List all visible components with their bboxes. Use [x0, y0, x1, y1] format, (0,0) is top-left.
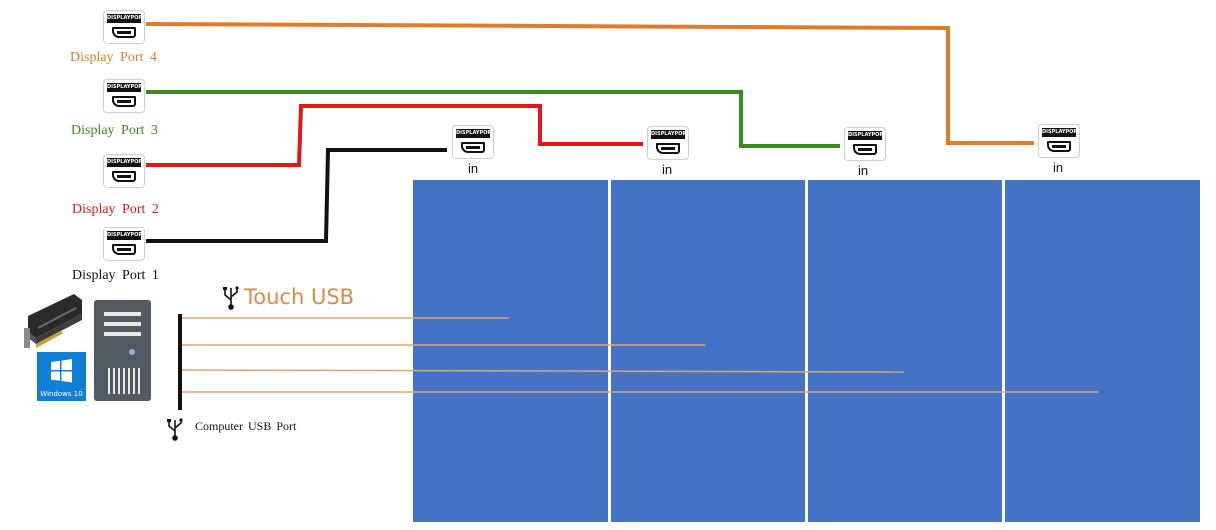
cable-display-port-4	[145, 22, 1034, 145]
source-label-display-port-1: Display Port 1	[72, 268, 159, 283]
displayport-connector-icon: DISPLAYPORT	[103, 10, 145, 44]
power-led-icon	[129, 349, 135, 355]
connector-caption: DISPLAYPORT	[107, 231, 146, 240]
connector-caption: DISPLAYPORT	[848, 131, 887, 140]
windows-version-label: Windows 10	[40, 390, 83, 398]
displayport-connector-icon: DISPLAYPORT	[103, 154, 145, 188]
drive-bay	[104, 322, 141, 326]
cable-display-port-1	[146, 148, 447, 243]
touch-usb-line-3	[181, 369, 905, 373]
vent-slot	[108, 368, 110, 394]
display-panel-3	[808, 180, 1002, 522]
display-panel-2	[611, 180, 805, 522]
displayport-connector-icon: DISPLAYPORT	[844, 127, 886, 161]
panel-input-label-2: in	[661, 162, 673, 177]
display-panel-1	[413, 180, 608, 522]
displayport-connector-icon: DISPLAYPORT	[103, 79, 145, 113]
computer-usb-port-label: Computer USB Port	[195, 419, 297, 433]
graphics-card-icon	[24, 294, 82, 348]
connector-caption: DISPLAYPORT	[107, 158, 146, 167]
vent-slot	[113, 368, 115, 394]
displayport-connector-icon: DISPLAYPORT	[452, 125, 494, 159]
panel-input-label-3: in	[857, 163, 869, 178]
windows-logo-icon: Windows 10	[37, 352, 86, 401]
port-shape	[112, 244, 136, 255]
displayport-connector-icon: DISPLAYPORT	[647, 126, 689, 160]
usb-icon	[223, 286, 239, 310]
connector-caption: DISPLAYPORT	[107, 83, 146, 92]
displayport-connector-icon: DISPLAYPORT	[1038, 124, 1080, 158]
displayport-connector-icon: DISPLAYPORT	[103, 227, 145, 261]
port-shape	[112, 96, 136, 107]
usb-icon	[167, 418, 183, 441]
drive-bay	[104, 332, 141, 336]
vent-slot	[123, 368, 125, 394]
touch-usb-title: Touch USB	[244, 285, 355, 309]
connector-caption: DISPLAYPORT	[1042, 128, 1081, 137]
connector-caption: DISPLAYPORT	[107, 14, 146, 23]
source-label-display-port-4: Display Port 4	[70, 50, 157, 65]
vent-slot	[128, 368, 130, 394]
connector-caption: DISPLAYPORT	[651, 130, 690, 139]
display-panel-4	[1005, 180, 1200, 522]
connector-caption: DISPLAYPORT	[456, 129, 495, 138]
windows-flag-icon	[51, 359, 72, 383]
vent-slot	[138, 368, 140, 394]
panel-input-label-4: in	[1052, 160, 1064, 175]
port-shape	[112, 171, 136, 182]
computer-tower-icon	[94, 300, 151, 401]
port-shape	[1047, 141, 1071, 152]
source-label-display-port-3: Display Port 3	[71, 123, 158, 138]
panel-input-label-1: in	[467, 161, 479, 176]
vent-slot	[118, 368, 120, 394]
cable-display-port-2	[146, 104, 643, 167]
port-shape	[853, 144, 877, 155]
port-shape	[112, 27, 136, 38]
source-label-display-port-2: Display Port 2	[72, 202, 159, 217]
drive-bay	[104, 312, 141, 316]
cable-display-port-3	[146, 90, 840, 148]
port-shape	[461, 142, 485, 153]
port-shape	[656, 143, 680, 154]
vent-slot	[133, 368, 135, 394]
